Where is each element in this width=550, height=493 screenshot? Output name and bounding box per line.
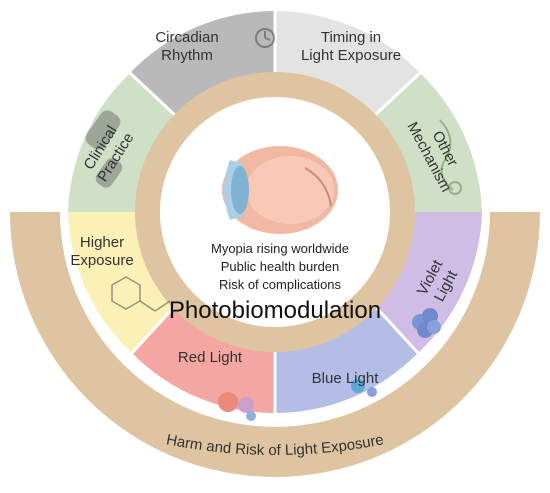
neuron-icon (439, 119, 462, 195)
outer-segment-label-line: Rhythm (161, 47, 213, 64)
harm-band (10, 212, 540, 477)
cell-cluster-icon (218, 308, 441, 421)
eye-icon (222, 146, 338, 234)
segment-blue-light (275, 294, 418, 413)
pill-icon (85, 110, 123, 188)
molecule-icon (111, 276, 171, 312)
ring-title: Photobiomodulation (169, 297, 381, 324)
inner-segment-label-blue: Blue Light (312, 370, 380, 387)
center-text-line: Risk of complications (219, 277, 342, 292)
inner-segment-label-line: Red Light (178, 349, 243, 366)
inner-segment-label-line: Blue Light (312, 370, 380, 387)
outer-segment-label-line: Circadian (155, 29, 218, 46)
inner-segment-label-line: Higher (80, 234, 124, 251)
outer-segment-label-line: Timing in (321, 29, 381, 46)
outer-segment-label-line: Light Exposure (301, 47, 401, 64)
segment-red-light (132, 294, 275, 413)
center-text-line: Public health burden (221, 259, 340, 274)
center-text-line: Myopia rising worldwide (211, 241, 349, 256)
inner-segment-label-line: Exposure (70, 252, 133, 269)
inner-segment-label-red: Red Light (178, 349, 243, 366)
clock-icon (255, 28, 275, 48)
